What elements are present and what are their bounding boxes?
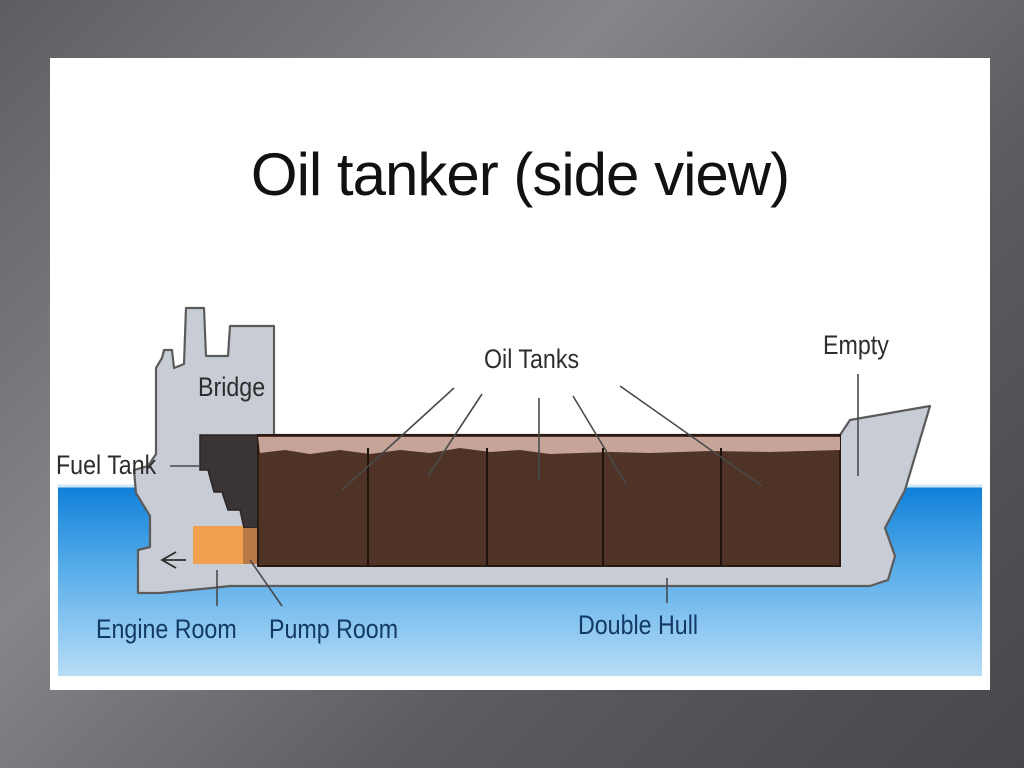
- label-double-hull: Double Hull: [578, 610, 699, 640]
- leader-pump-room: [249, 559, 283, 607]
- leader-oil-tank-5: [619, 385, 763, 487]
- arrow-icon: [160, 551, 186, 569]
- leader-oil-tank-4: [572, 395, 627, 485]
- oil-tanks-block: [257, 434, 841, 567]
- engine-room-block: [193, 526, 243, 564]
- label-fuel-tank: Fuel Tank: [56, 450, 157, 480]
- diagram-title: Oil tanker (side view): [250, 141, 790, 208]
- label-oil-tanks: Oil Tanks: [484, 344, 580, 374]
- tanker-diagram: [58, 306, 982, 676]
- slide: Oil tanker (side view) Oil Tanks Empty B…: [50, 58, 990, 690]
- oil-surface: [258, 437, 840, 454]
- leader-oil-tank-2: [427, 393, 483, 477]
- label-pump-room: Pump Room: [269, 614, 399, 644]
- leader-oil-tank-1: [341, 387, 455, 491]
- pump-room-block: [243, 528, 258, 564]
- label-empty: Empty: [823, 330, 889, 360]
- label-engine-room: Engine Room: [96, 614, 237, 644]
- label-bridge: Bridge: [198, 372, 266, 402]
